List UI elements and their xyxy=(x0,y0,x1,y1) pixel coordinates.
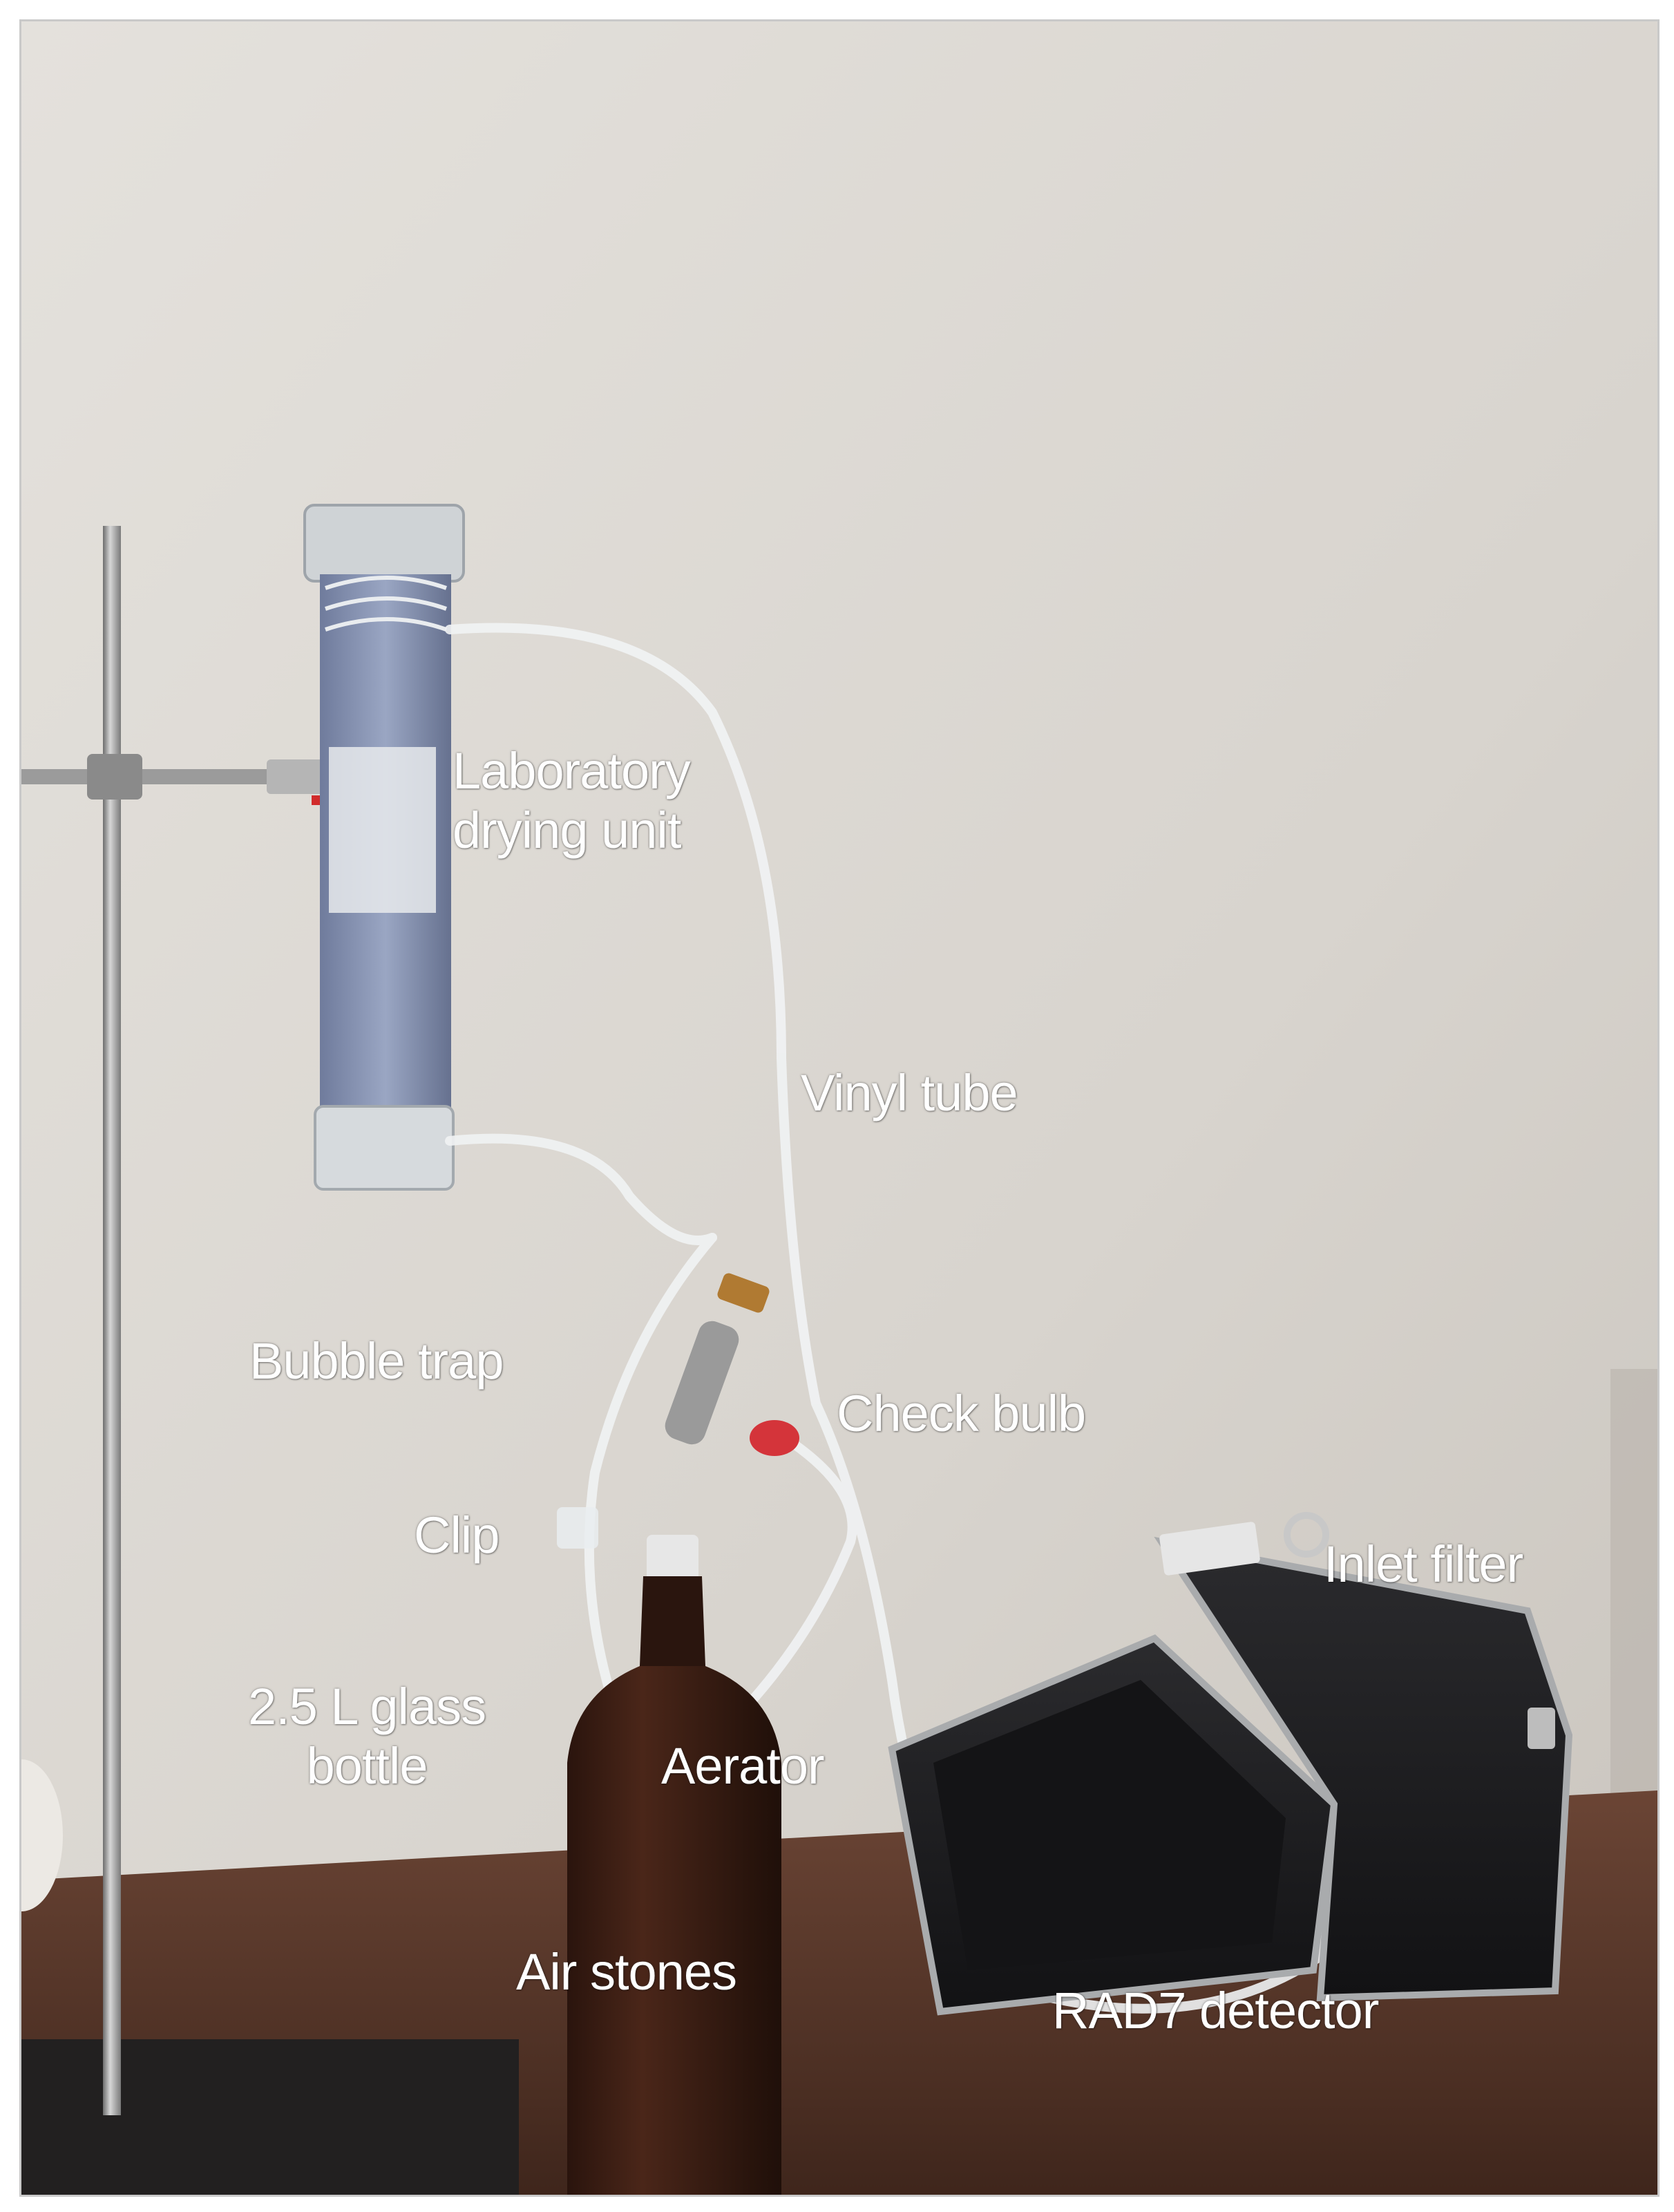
column-label xyxy=(329,747,436,913)
inlet-filter xyxy=(1284,1512,1329,1558)
label-drying-unit-line2: drying unit xyxy=(453,802,681,859)
column-spring xyxy=(325,576,447,632)
column-cap-bottom xyxy=(314,1105,455,1191)
lab-setup-photo xyxy=(21,21,1657,2195)
check-bulb xyxy=(750,1420,799,1456)
clamp-jaw xyxy=(267,759,329,794)
label-inlet-filter: Inlet filter xyxy=(1324,1535,1523,1593)
label-drying-unit: Laboratory drying unit xyxy=(453,741,691,860)
photo: Laboratory drying unit Vinyl tube Bubble… xyxy=(19,19,1659,2197)
label-bubble-trap: Bubble trap xyxy=(249,1332,504,1390)
tube-to-bottle xyxy=(584,1233,717,1754)
label-glass-bottle: 2.5 L glass bottle xyxy=(248,1677,486,1796)
bottle-cap xyxy=(647,1535,698,1583)
label-clip: Clip xyxy=(414,1506,500,1564)
bubble-trap-body xyxy=(665,1321,739,1445)
table-dark-pad xyxy=(21,2039,519,2195)
tube-bottom-outlet xyxy=(445,1133,717,1245)
label-air-stones: Air stones xyxy=(516,1943,737,2001)
label-vinyl-tube: Vinyl tube xyxy=(801,1064,1018,1122)
detector-latch xyxy=(1528,1708,1555,1749)
clamp-boss xyxy=(87,754,142,800)
white-object xyxy=(21,1759,63,1911)
bottle-body xyxy=(567,1666,781,2195)
detector-base xyxy=(1154,1536,1573,2002)
label-glass-bottle-line1: 2.5 L glass xyxy=(248,1678,486,1735)
label-aerator: Aerator xyxy=(661,1737,825,1795)
label-drying-unit-line1: Laboratory xyxy=(453,742,691,800)
column-cap-top xyxy=(303,504,465,583)
bubble-trap-brass xyxy=(717,1273,770,1313)
detector-printer xyxy=(1159,1522,1260,1576)
label-glass-bottle-line2: bottle xyxy=(306,1737,428,1795)
detector-lid-inner xyxy=(933,1680,1286,1970)
bottle-neck xyxy=(640,1576,705,1666)
clip xyxy=(557,1507,598,1549)
label-check-bulb: Check bulb xyxy=(837,1385,1086,1442)
label-rad7-detector: RAD7 detector xyxy=(1052,1982,1379,2039)
